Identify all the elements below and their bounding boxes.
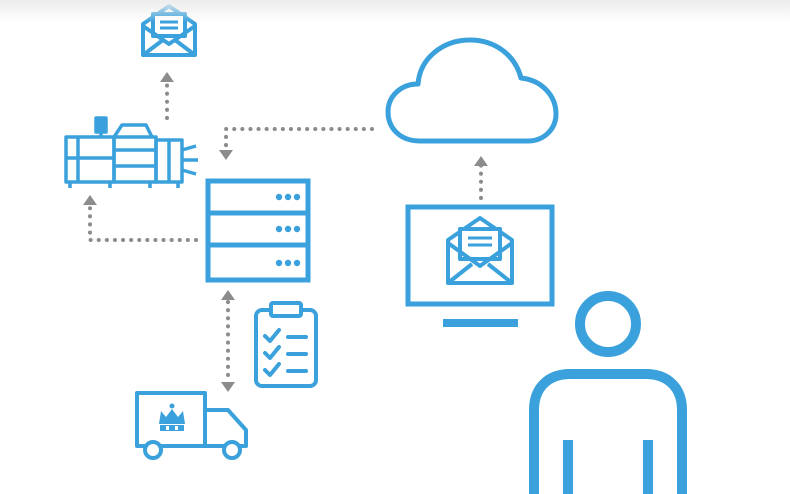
person-icon — [529, 291, 687, 494]
crown-icon — [159, 403, 185, 431]
top-shadow — [0, 0, 790, 22]
printer-icon — [64, 116, 198, 188]
screen-envelope-icon — [446, 216, 514, 285]
delivery-van-icon — [135, 391, 248, 460]
arrowhead-up-cloud — [474, 156, 488, 166]
arrowhead-down-printer — [219, 150, 233, 160]
cloud-icon — [385, 37, 559, 144]
monitor-icon — [405, 204, 555, 327]
arrowhead-up-envelope — [160, 72, 174, 82]
arrow-server-to-printer — [88, 202, 198, 242]
arrowhead-up-server — [221, 290, 235, 300]
arrow-cloud-to-printer — [224, 127, 374, 152]
checklist-icon — [254, 301, 318, 388]
arrowhead-up-printer — [83, 195, 97, 205]
flow-arrows — [88, 78, 483, 382]
arrow-heads — [83, 72, 488, 392]
arrowhead-down-van — [221, 382, 235, 392]
server-icon — [205, 178, 311, 283]
